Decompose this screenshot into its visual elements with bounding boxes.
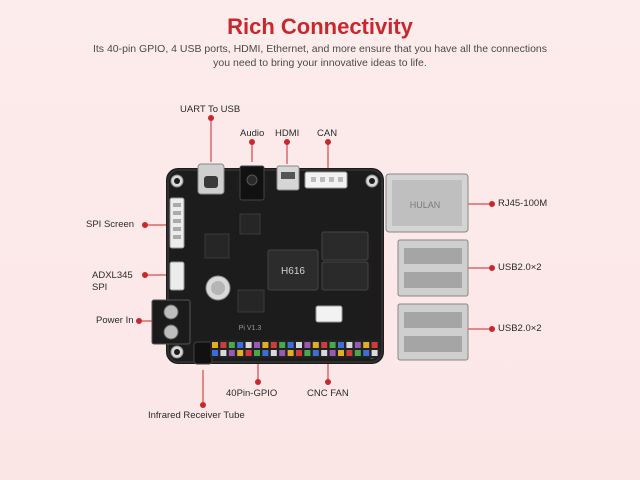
- label-40pin-gpio: 40Pin-GPIO: [226, 388, 278, 399]
- label-can: CAN: [317, 128, 338, 139]
- gpio-pin: [329, 350, 336, 356]
- gpio-pin: [371, 342, 378, 348]
- gpio-pin: [346, 350, 353, 356]
- gpio-pin: [237, 342, 244, 348]
- label-usb-bottom: USB2.0×2: [498, 323, 542, 334]
- ir-receiver: [193, 341, 213, 365]
- gpio-pin: [296, 350, 302, 356]
- gpio-pin: [338, 342, 344, 348]
- label-power-in: Power In: [96, 315, 134, 326]
- gpio-pin: [245, 342, 252, 348]
- pcb-label: Pi V1.3: [239, 325, 262, 332]
- gpio-pin: [254, 342, 260, 348]
- gpio-pin: [262, 350, 269, 356]
- gpio-pin: [270, 350, 277, 356]
- soc-chip-label: H616: [281, 266, 305, 277]
- gpio-pin: [254, 350, 260, 356]
- gpio-pin: [270, 342, 277, 348]
- gpio-pin: [279, 350, 286, 356]
- gpio-pin: [321, 350, 328, 356]
- gpio-pin: [363, 350, 370, 356]
- page-subtitle: Its 40-pin GPIO, 4 USB ports, HDMI, Ethe…: [92, 43, 548, 69]
- label-cnc-fan: CNC FAN: [307, 388, 349, 399]
- label-spi-screen: SPI Screen: [86, 219, 135, 230]
- gpio-pin: [228, 350, 235, 356]
- gpio-pin: [312, 350, 319, 356]
- gpio-pin: [279, 342, 286, 348]
- gpio-pin: [312, 342, 319, 348]
- gpio-pin: [354, 342, 361, 348]
- label-hdmi: HDMI: [275, 128, 300, 139]
- gpio-pin: [321, 342, 328, 348]
- label-rj45: RJ45-100M: [498, 198, 548, 209]
- gpio-pin: [304, 350, 311, 356]
- gpio-pin: [329, 342, 336, 348]
- gpio-header: [210, 340, 380, 358]
- page-title: Rich Connectivity: [227, 14, 413, 39]
- gpio-pin: [296, 342, 302, 348]
- soc-chip: [267, 249, 319, 291]
- cnc-fan-connector: [315, 305, 343, 323]
- gpio-pin: [287, 342, 294, 348]
- gpio-pin: [220, 350, 227, 356]
- label-usb-top: USB2.0×2: [498, 262, 542, 273]
- gpio-pin: [304, 342, 311, 348]
- gpio-pin: [220, 342, 227, 348]
- label-audio: Audio: [240, 128, 265, 139]
- gpio-pin: [363, 342, 370, 348]
- adxl-connector: [169, 261, 185, 291]
- gpio-pin: [371, 350, 378, 356]
- label-adxl345: ADXL345: [92, 270, 133, 281]
- power-terminal: [151, 299, 191, 345]
- gpio-pin: [287, 350, 294, 356]
- can-connector: [304, 171, 348, 189]
- gpio-pin: [212, 342, 218, 348]
- gpio-pin: [262, 342, 269, 348]
- label-uart-to-usb: UART To USB: [180, 104, 241, 115]
- gpio-pin: [338, 350, 344, 356]
- label-infrared-receiver: Infrared Receiver Tube: [148, 410, 245, 421]
- gpio-pin: [237, 350, 244, 356]
- gpio-pin: [212, 350, 218, 356]
- gpio-pin: [354, 350, 361, 356]
- label-adxl-spi: SPI: [92, 282, 108, 293]
- gpio-pin: [228, 342, 235, 348]
- gpio-pin: [346, 342, 353, 348]
- gpio-pin: [245, 350, 252, 356]
- rj45-brand: HULAN: [410, 200, 441, 210]
